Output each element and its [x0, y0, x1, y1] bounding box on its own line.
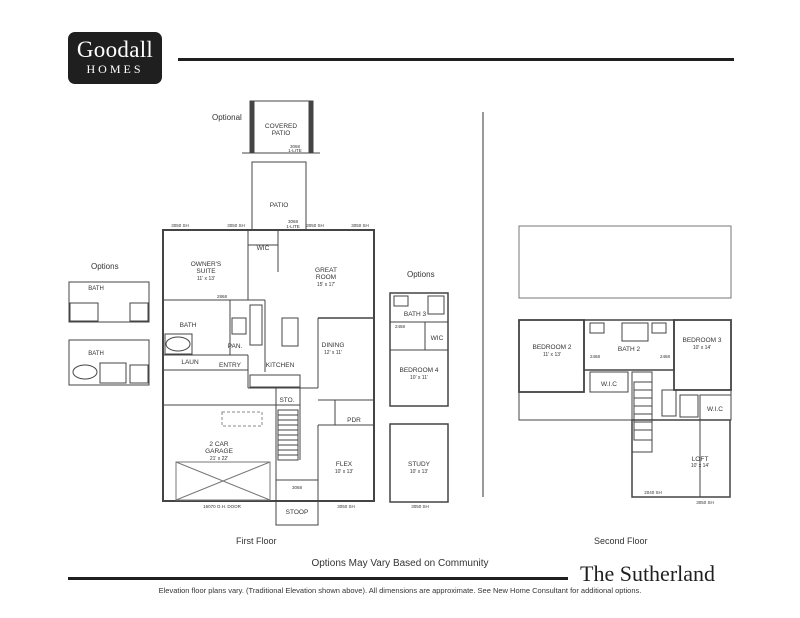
- callout-door-covered: 3068: [290, 144, 301, 149]
- kitchen-label: KITCHEN: [266, 362, 295, 369]
- garage-dim: 21' x 22': [210, 456, 228, 462]
- stoop-label: STOOP: [286, 509, 309, 516]
- great-room-label-1: GREAT: [315, 267, 337, 274]
- goodall-homes-logo: Goodall HOMES: [68, 32, 162, 84]
- bedroom3-outline: [673, 319, 732, 391]
- bedroom2-label: BEDROOM 2: [532, 344, 571, 351]
- entry-label: ENTRY: [219, 362, 242, 369]
- footer-rule: [68, 577, 568, 580]
- study-dim: 10' x 13': [410, 469, 428, 475]
- callout-door-bath2-right: 2468: [660, 354, 671, 359]
- callout-door-bath3: 2468: [395, 324, 406, 329]
- bedroom3-dim: 10' x 14': [693, 345, 711, 351]
- callout-window-great-1: 3050 SH: [306, 223, 324, 228]
- callout-window-owners-2: 3050 SH: [227, 223, 245, 228]
- options-right-label: Options: [407, 270, 435, 279]
- callout-lite-covered: 1-LITE: [288, 148, 302, 153]
- dining-label: DINING: [322, 342, 345, 349]
- study-option-outline: [389, 423, 449, 503]
- options-vary-note: Options May Vary Based on Community: [311, 558, 489, 569]
- option-bath-label-2: BATH: [88, 351, 104, 357]
- powder-room-label: PDR: [347, 417, 361, 424]
- owners-suite-dim: 11' x 13': [197, 276, 215, 282]
- storage-label: STO.: [279, 397, 294, 404]
- callout-garage-door: 16070 O.H. DOOR: [203, 504, 242, 509]
- wic-upper-right-label: W.I.C: [707, 406, 723, 413]
- great-room-dim: 15' x 17': [317, 282, 335, 288]
- callout-window-owners: 3050 SH: [171, 223, 189, 228]
- option-wic-label: WIC: [431, 335, 444, 342]
- callout-lite-patio: 1-LITE: [286, 224, 300, 229]
- callout-window-loft-2: 3050 SH: [696, 500, 714, 505]
- callout-window-study: 3050 SH: [411, 504, 429, 509]
- callout-window-loft-1: 2040 SH: [644, 490, 662, 495]
- covered-patio-post-left: [249, 100, 255, 154]
- loft-label: LOFT: [692, 456, 709, 463]
- garage-label-1: 2 CAR: [209, 441, 228, 448]
- callout-window-great-2: 3050 SH: [351, 223, 369, 228]
- bath2-label: BATH 2: [618, 346, 641, 353]
- options-left-label: Options: [91, 262, 119, 271]
- optional-label: Optional: [212, 113, 242, 122]
- flex-dim: 10' x 13': [335, 469, 353, 475]
- bedroom2-dim: 11' x 13': [543, 352, 561, 358]
- callout-door-patio: 3068: [288, 219, 299, 224]
- stoop-outline: [275, 500, 319, 526]
- garage-door-hatch: [175, 461, 271, 501]
- stairs-second-floor: [633, 381, 653, 441]
- covered-patio-post-right: [308, 100, 314, 154]
- wic-label: WIC: [257, 245, 270, 252]
- garage-label-2: GARAGE: [205, 448, 233, 455]
- bath3-label: BATH 3: [404, 311, 427, 318]
- logo-sub: HOMES: [86, 62, 144, 76]
- loft-dim: 10' x 14': [691, 463, 709, 469]
- callout-door-stoop: 3068: [292, 485, 303, 490]
- study-label: STUDY: [408, 461, 431, 468]
- bath-label: BATH: [180, 322, 197, 329]
- covered-patio-label-1: COVERED: [265, 123, 297, 130]
- pantry-label: PAN.: [228, 343, 243, 350]
- disclaimer-text: Elevation floor plans vary. (Traditional…: [158, 586, 642, 595]
- covered-patio-label-2: PATIO: [272, 130, 291, 137]
- wic-upper-left-label: W.I.C: [601, 381, 617, 388]
- flex-label: FLEX: [336, 461, 353, 468]
- loft-outline: [631, 419, 731, 498]
- bedroom3-label: BEDROOM 3: [682, 337, 721, 344]
- dining-dim: 12' x 11': [324, 350, 342, 356]
- callout-door-owners: 2868: [217, 294, 228, 299]
- laundry-label: LAUN: [181, 359, 199, 366]
- logo-name: Goodall: [76, 37, 154, 62]
- callout-door-bath2-left: 2468: [590, 354, 601, 359]
- callout-window-flex: 3050 SH: [337, 504, 355, 509]
- wic-upper-left: [589, 371, 629, 393]
- plan-title: The Sutherland: [580, 561, 716, 586]
- bedroom4-label: BEDROOM 4: [399, 367, 438, 374]
- patio-label: PATIO: [270, 202, 289, 209]
- great-room-label-2: ROOM: [316, 274, 336, 281]
- header-rule: [178, 58, 734, 61]
- bedroom4-dim: 10' x 11': [410, 375, 428, 381]
- second-floor-label: Second Floor: [594, 536, 648, 546]
- owners-suite-label-1: OWNER'S: [191, 261, 222, 268]
- first-floor-label: First Floor: [236, 536, 277, 546]
- option-bath-label-1: BATH: [88, 286, 104, 292]
- second-floor-roof-area: [518, 225, 732, 299]
- owners-suite-label-2: SUITE: [196, 268, 216, 275]
